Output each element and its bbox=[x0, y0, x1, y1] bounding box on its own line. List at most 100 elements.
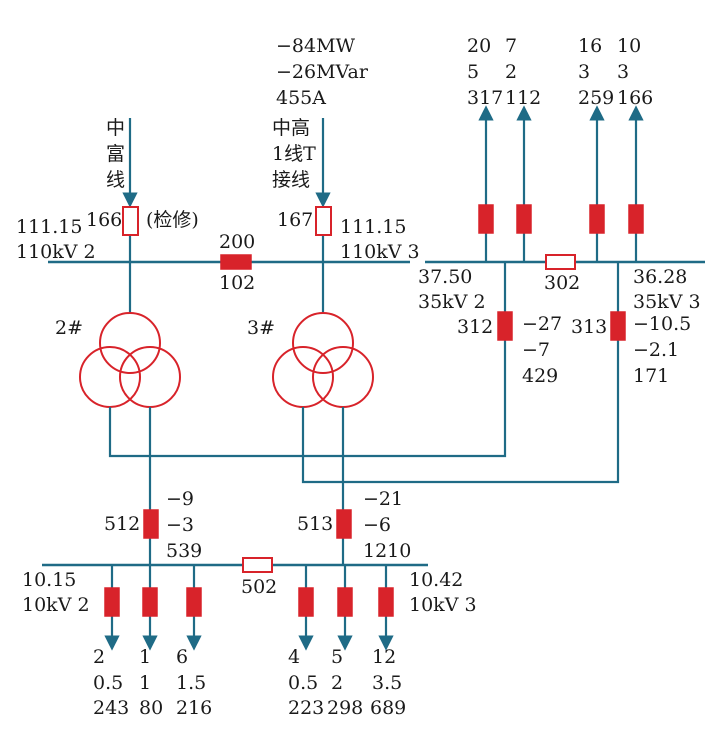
transformer-2-lv-winding bbox=[119, 346, 181, 408]
feeder-10kv-3-mw: 6 bbox=[176, 646, 188, 668]
line-zhonggao-name-2: 1线T bbox=[272, 143, 316, 165]
incomer-313-mw: −10.5 bbox=[633, 313, 691, 335]
feeder-35kv-2-mvar: 2 bbox=[505, 61, 517, 83]
line-zhonggao-name-3: 接线 bbox=[272, 169, 310, 191]
feeder-10kv-4-amps: 223 bbox=[288, 697, 324, 719]
feeder-10kv-4-mvar: 0.5 bbox=[288, 672, 318, 694]
feeder-10kv-2-mvar: 1 bbox=[139, 672, 151, 694]
feeder-10kv-6-mvar: 3.5 bbox=[372, 672, 402, 694]
xf2-to-35kv-2-line bbox=[108, 262, 507, 458]
feeder-35kv-4: 10 3 166 bbox=[617, 35, 653, 262]
feeder-10kv-4: 4 0.5 223 bbox=[288, 565, 324, 719]
bus-35kv-3-voltage: 36.28 bbox=[633, 266, 687, 288]
feeder-10kv-5-mw: 5 bbox=[331, 646, 343, 668]
feeder-10kv-5-amps: 298 bbox=[327, 697, 363, 719]
line-zhonggao-name-1: 中高 bbox=[272, 117, 310, 139]
feeder-10kv-3-amps: 216 bbox=[176, 697, 212, 719]
feeder-10kv-5-breaker[interactable] bbox=[337, 587, 353, 617]
incomer-512-breaker[interactable] bbox=[143, 509, 159, 539]
feeder-35kv-2: 7 2 112 bbox=[505, 35, 541, 262]
feeder-35kv-4-breaker[interactable] bbox=[628, 204, 644, 234]
feeder-35kv-3-breaker[interactable] bbox=[589, 204, 605, 234]
feeder-35kv-2-mw: 7 bbox=[505, 35, 517, 57]
feeder-35kv-1-mw: 20 bbox=[467, 35, 491, 57]
transformer-2-label: 2# bbox=[55, 317, 83, 339]
bus-10kv-3-voltage: 10.42 bbox=[409, 569, 463, 591]
feeder-35kv-2-amps: 112 bbox=[505, 87, 541, 109]
bus-35kv-3-label: 35kV 3 bbox=[633, 291, 701, 313]
line-zhonggao-amps: 455A bbox=[276, 87, 326, 109]
feeder-10kv-3-breaker[interactable] bbox=[186, 587, 202, 617]
feeder-35kv-3-amps: 259 bbox=[578, 87, 614, 109]
feeder-10kv-1: 2 0.5 243 bbox=[93, 565, 129, 719]
feeder-10kv-3-mvar: 1.5 bbox=[176, 672, 206, 694]
feeder-35kv-4-mw: 10 bbox=[617, 35, 641, 57]
bus-35kv-2-label: 35kV 2 bbox=[418, 291, 486, 313]
feeder-10kv-1-amps: 243 bbox=[93, 697, 129, 719]
feeder-35kv-3-mvar: 3 bbox=[578, 61, 590, 83]
feeder-10kv-6-breaker[interactable] bbox=[378, 587, 394, 617]
transformer-3-hv-winding bbox=[292, 312, 354, 374]
incomer-512-mw: −9 bbox=[166, 488, 194, 510]
incomer-313-breaker[interactable] bbox=[610, 311, 626, 341]
incomer-313-amps: 171 bbox=[633, 365, 669, 387]
feeder-10kv-5: 5 2 298 bbox=[327, 565, 363, 719]
transformer-3-lv-winding bbox=[312, 346, 374, 408]
feeder-10kv-6-amps: 689 bbox=[370, 697, 406, 719]
incomer-512-mvar: −3 bbox=[166, 514, 194, 536]
bus-10kv-2-label: 10kV 2 bbox=[22, 594, 90, 616]
feeder-10kv-3: 6 1.5 216 bbox=[176, 565, 212, 719]
switch-167-label: 167 bbox=[277, 209, 313, 231]
feeder-10kv-2-breaker[interactable] bbox=[142, 587, 158, 617]
feeder-10kv-6: 12 3.5 689 bbox=[370, 565, 406, 719]
feeder-35kv-3: 16 3 259 bbox=[578, 35, 614, 262]
incomer-312-amps: 429 bbox=[522, 365, 558, 387]
line-zhonggao-mw: −84MW bbox=[276, 35, 356, 57]
feeder-10kv-4-breaker[interactable] bbox=[298, 587, 314, 617]
line-zhongfu-name-1: 中 bbox=[106, 117, 125, 139]
incomer-312-mw: −27 bbox=[522, 313, 562, 335]
incomer-312-mvar: −7 bbox=[522, 339, 550, 361]
bus-110kv-2-voltage: 111.15 bbox=[16, 216, 82, 238]
incomer-312-label: 312 bbox=[457, 316, 493, 338]
feeder-35kv-2-breaker[interactable] bbox=[516, 204, 532, 234]
xf3-to-35kv-3-line bbox=[301, 262, 620, 484]
feeder-35kv-1: 20 5 317 bbox=[467, 35, 503, 262]
switch-166[interactable] bbox=[122, 206, 139, 236]
feeder-35kv-3-mw: 16 bbox=[578, 35, 602, 57]
line-zhongfu-name-3: 线 bbox=[106, 169, 125, 191]
line-zhongfu-name-2: 富 bbox=[106, 143, 125, 165]
line-zhonggao-mvar: −26MVar bbox=[276, 61, 369, 83]
feeder-10kv-1-mw: 2 bbox=[93, 646, 105, 668]
feeder-35kv-4-amps: 166 bbox=[617, 87, 653, 109]
incomer-313-label: 313 bbox=[571, 316, 607, 338]
switch-166-status: (检修) bbox=[146, 209, 199, 231]
bus-10kv-2-voltage: 10.15 bbox=[22, 569, 76, 591]
incomer-513-mvar: −6 bbox=[363, 514, 391, 536]
coupler-10kv-label: 502 bbox=[241, 576, 277, 598]
coupler-35kv-breaker[interactable] bbox=[545, 254, 576, 270]
switch-167[interactable] bbox=[315, 206, 332, 236]
bus-10kv-3-label: 10kV 3 bbox=[409, 594, 477, 616]
bus-110kv-3-label: 110kV 3 bbox=[340, 241, 420, 263]
incomer-513-breaker[interactable] bbox=[336, 509, 352, 539]
feeder-10kv-5-mvar: 2 bbox=[331, 672, 343, 694]
coupler-10kv-breaker[interactable] bbox=[242, 557, 273, 573]
feeder-10kv-2-amps: 80 bbox=[139, 697, 163, 719]
switch-166-label: 166 bbox=[86, 209, 122, 231]
transformer-2-mv-winding bbox=[79, 346, 141, 408]
incomer-313-mvar: −2.1 bbox=[633, 339, 679, 361]
transformer-2-hv-winding bbox=[99, 312, 161, 374]
incomer-513-mw: −21 bbox=[363, 488, 403, 510]
feeder-35kv-4-mvar: 3 bbox=[617, 61, 629, 83]
feeder-35kv-1-breaker[interactable] bbox=[478, 204, 494, 234]
incomer-512-label: 512 bbox=[104, 513, 140, 535]
coupler-110kv-label-top: 200 bbox=[219, 231, 255, 253]
coupler-110kv-breaker[interactable] bbox=[220, 254, 252, 270]
incomer-513-label: 513 bbox=[297, 513, 333, 535]
incomer-513-amps: 1210 bbox=[363, 540, 411, 562]
bus-110kv-2-label: 110kV 2 bbox=[16, 241, 96, 263]
feeder-35kv-1-amps: 317 bbox=[467, 87, 503, 109]
incomer-312-breaker[interactable] bbox=[497, 311, 513, 341]
feeder-10kv-1-breaker[interactable] bbox=[104, 587, 120, 617]
